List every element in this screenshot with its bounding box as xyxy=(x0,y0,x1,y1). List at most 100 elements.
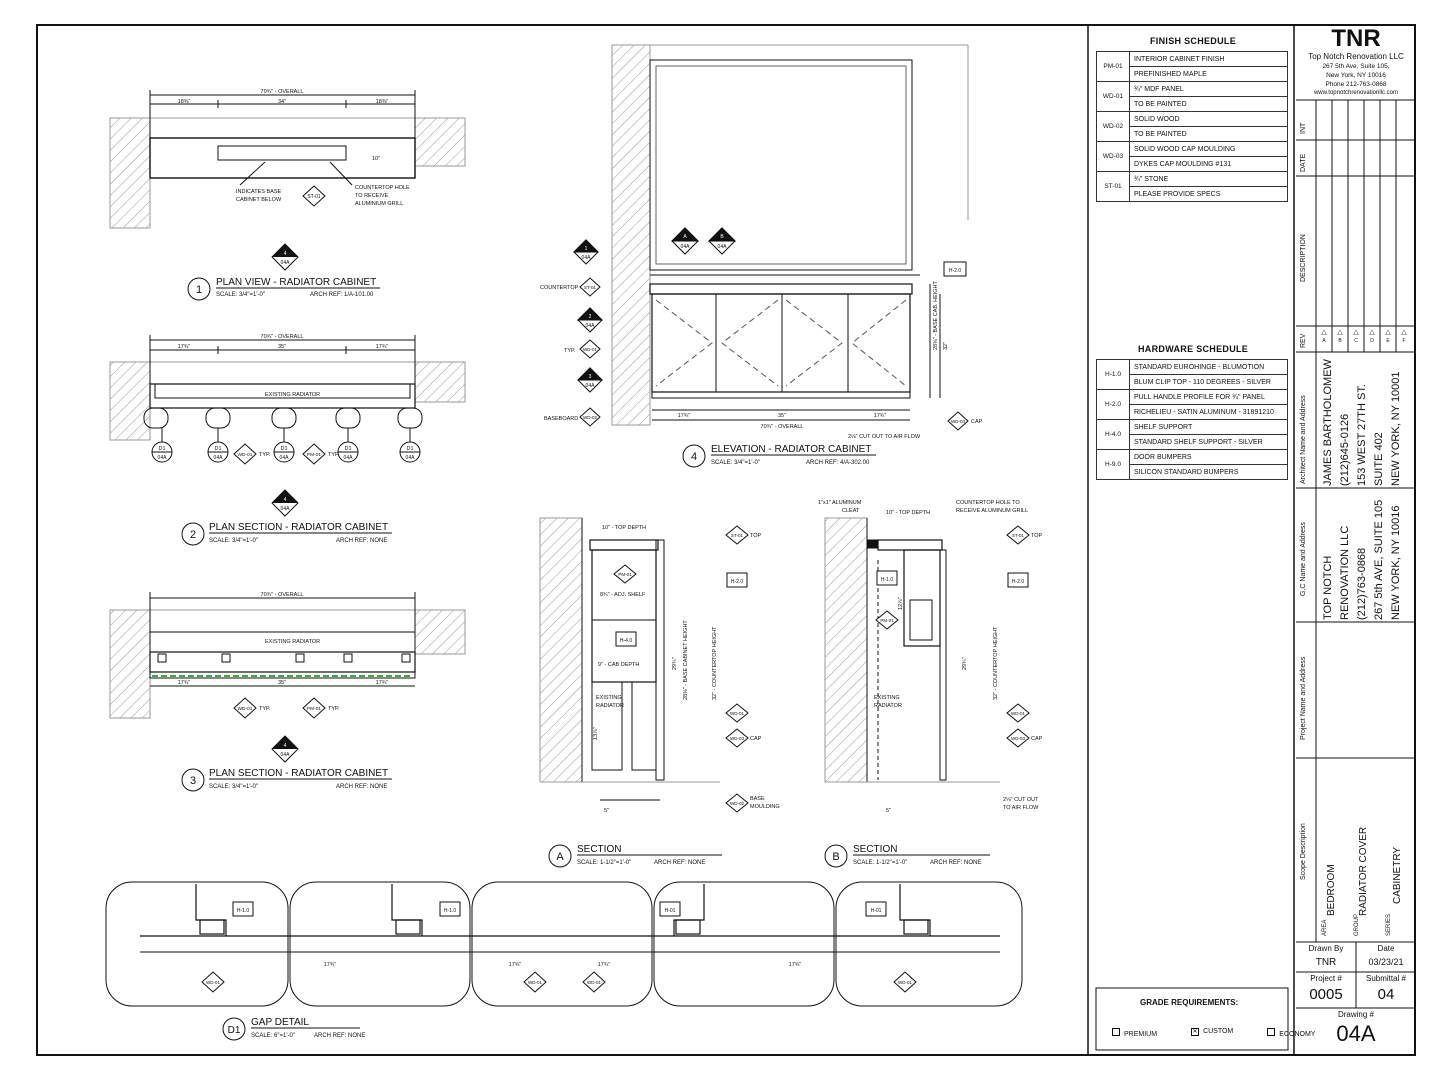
v1-title-circle xyxy=(187,277,211,301)
window-outline xyxy=(649,59,913,271)
elev-m1-sheet: 04A xyxy=(582,255,592,261)
area-label: AREA xyxy=(1322,919,1328,936)
architect-line: JAMES BARTHOLOMEW xyxy=(1322,359,1334,486)
d1-ref: ARCH REF: NONE xyxy=(314,1033,365,1039)
company-phone: Phone 212-763-0868 xyxy=(1325,81,1387,88)
sa-tag-h20: H-2.0 xyxy=(731,579,743,585)
hardware-desc: STANDARD SHELF SUPPORT - SILVER xyxy=(1129,434,1288,450)
d1-dim-4: 17¾" xyxy=(789,962,802,968)
drawn-by-label: Drawn By xyxy=(1308,944,1344,953)
hardware-desc: SHELF SUPPORT xyxy=(1129,419,1288,435)
d1-tag-wd01-a: WD-01 xyxy=(206,980,220,985)
d1-tag-h10-a: H-1.0 xyxy=(237,908,249,914)
v2-d1-tags: D1 04A D1 04A D1 04A D1 04A D1 04A xyxy=(151,441,421,463)
sb-dim-top: 10" - TOP DEPTH xyxy=(886,510,930,516)
date-field-label: Date xyxy=(1377,944,1395,953)
v2-d1-e-sheet: 04A xyxy=(406,455,416,461)
checkbox-icon[interactable] xyxy=(1267,1028,1276,1036)
sa-note-moulding: BASE xyxy=(750,796,765,802)
d1-tag-wd01-b: WD-01 xyxy=(528,980,542,985)
sb-tag-wd03: WD-03 xyxy=(1011,736,1025,741)
sa-note-radiator-2: RADIATOR xyxy=(596,703,624,709)
v2-d1-b: D1 xyxy=(214,446,221,452)
v3-ref: ARCH REF: NONE xyxy=(336,784,387,790)
checked-checkbox-icon[interactable]: ✕ xyxy=(1191,1028,1200,1036)
rev-letter: C xyxy=(1354,338,1358,344)
gc-line: NEW YORK, NY 10016 xyxy=(1390,505,1402,620)
v1-tag-st01-label: ST-01 xyxy=(307,194,321,200)
elev-m2-num: 2 xyxy=(589,314,592,320)
sb-dim-h1: 29¾" xyxy=(962,657,968,670)
v1-ref: ARCH REF: 1/A-101.00 xyxy=(310,292,374,298)
v2-typ-2: TYP. xyxy=(328,452,340,458)
v2-scale: SCALE: 3/4"=1'-0" xyxy=(209,538,258,544)
hardware-code: H-1.0 xyxy=(1096,359,1130,390)
elev-note-cutout: 2⅛" CUT OUT TO AIR FLOW xyxy=(848,434,921,440)
rev-triangle-icon: △C xyxy=(1353,329,1359,336)
d1-tag-h01-a: H-01 xyxy=(665,908,676,914)
v2-tag-pm01: PM-01 xyxy=(307,452,321,458)
hardware-desc: RICHELIEU - SATIN ALUMINUM - 31891210 xyxy=(1129,404,1288,420)
v1-note-hole-2: TO RECEIVE xyxy=(355,193,389,199)
sb-dim-counter: 32" - COUNTERTOP HEIGHT xyxy=(993,626,999,700)
sa-note-top: TOP xyxy=(750,533,762,539)
finish-desc: DYKES CAP MOULDING #131 xyxy=(1129,156,1288,172)
architect-info: JAMES BARTHOLOMEW (212)645-0126 153 WEST… xyxy=(1320,359,1405,486)
finish-desc: ¾" STONE xyxy=(1129,171,1288,187)
sa-tag-st01: ST-01 xyxy=(731,533,744,538)
d1-tag-wd01-c: WD-01 xyxy=(587,980,601,985)
rev-letter: F xyxy=(1402,338,1406,344)
sb-title: SECTION xyxy=(853,844,897,855)
countertop-outline xyxy=(149,137,416,179)
hardware-desc: STANDARD EUROHINGE - BLUMOTION xyxy=(1129,359,1288,375)
v2-d1-a-sheet: 04A xyxy=(158,455,168,461)
gc-info: TOP NOTCH RENOVATION LLC (212)763-0868 2… xyxy=(1320,500,1405,620)
hardware-desc: BLUM CLIP TOP - 110 DEGREES - SILVER xyxy=(1129,374,1288,390)
d1-tag-h01-b: H-01 xyxy=(871,908,882,914)
d1-tag-wd01-d: WD-01 xyxy=(898,980,912,985)
elev-dim-overall: 70¾" - OVERALL xyxy=(761,424,804,430)
d1-scale: SCALE: 6"=1'-0" xyxy=(251,1033,295,1039)
v2-marker-num: 4 xyxy=(284,497,287,503)
v1-dim-overall: 70¾" - OVERALL xyxy=(261,89,304,95)
grade-option-economy[interactable]: ECONOMY xyxy=(1267,1028,1315,1038)
grade-option-custom[interactable]: ✕CUSTOM xyxy=(1191,1028,1233,1038)
elev-note-countertop: COUNTERTOP xyxy=(540,285,579,291)
architect-line: 153 WEST 27TH ST. xyxy=(1356,384,1368,486)
v1-marker-sheet: 04A xyxy=(281,260,291,266)
countertop-hole xyxy=(217,145,347,161)
sb-tag-st01: ST-01 xyxy=(1012,533,1025,538)
sb-note-top: TOP xyxy=(1031,533,1043,539)
gc-line: RENOVATION LLC xyxy=(1339,525,1351,620)
elev-dim-center: 35" xyxy=(778,413,786,419)
hardware-desc: SILICON STANDARD BUMPERS xyxy=(1129,464,1288,480)
plan-section-2 xyxy=(109,335,466,442)
sb-note-radiator: EXISTING xyxy=(874,695,900,701)
elev-tag-st01: ST-01 xyxy=(584,285,597,290)
sb-note-hole-2: RECEIVE ALUMINUM GRILL xyxy=(956,508,1028,514)
grade-label: ECONOMY xyxy=(1279,1031,1316,1038)
sb-tag-pm01: PM-01 xyxy=(880,618,894,623)
grade-options: PREMIUM ✕CUSTOM ECONOMY xyxy=(1112,1028,1315,1038)
v3-dim-left: 17¾" xyxy=(178,680,191,686)
sa-title: SECTION xyxy=(577,844,621,855)
finish-desc: PREFINISHED MAPLE xyxy=(1129,66,1288,82)
section-b xyxy=(824,517,1000,783)
grade-option-premium[interactable]: PREMIUM xyxy=(1112,1028,1157,1038)
d1-letter: D1 xyxy=(228,1025,241,1036)
submittal-value: 04 xyxy=(1377,986,1395,1003)
checkbox-icon[interactable] xyxy=(1112,1028,1120,1036)
v3-typ-2: TYP. xyxy=(328,706,340,712)
architect-line: (212)645-0126 xyxy=(1339,413,1351,486)
architect-label: Architect Name and Address xyxy=(1300,395,1307,484)
sa-dim-base: 28⅜" - BASE CABINET HEIGHT xyxy=(683,620,689,700)
project-label: Project Name and Address xyxy=(1300,656,1307,740)
v2-dim-right: 17¾" xyxy=(376,344,389,350)
drawing-value: 04A xyxy=(1336,1021,1376,1046)
v1-note-base: INDICATES BASE xyxy=(236,189,281,195)
v1-dim-right: 18⅜" xyxy=(376,99,389,105)
